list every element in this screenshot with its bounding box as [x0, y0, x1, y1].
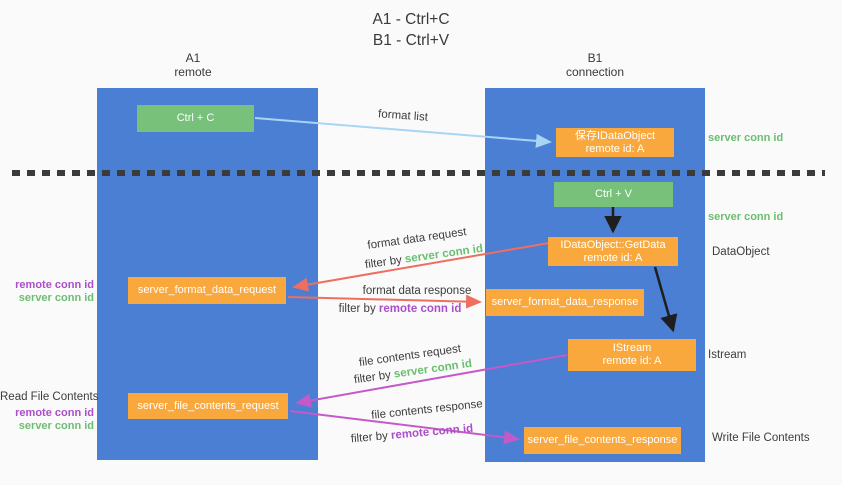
- filter-by-text: filter by: [338, 303, 376, 315]
- dataobject-label: DataObject: [712, 246, 770, 258]
- filter-by-remote-conn-id-label-2: filter by remote conn id: [350, 423, 473, 446]
- server-conn-id-right-label-2: server conn id: [708, 211, 784, 223]
- save-dataobject-line2: remote id: A: [585, 142, 645, 155]
- istream-line2: remote id: A: [602, 355, 662, 367]
- title-line-2: B1 - Ctrl+V: [372, 32, 450, 49]
- ctrl-v-label: Ctrl + V: [595, 188, 632, 200]
- filter-by-remote-conn-id-label-1: filter by remote conn id: [339, 303, 462, 315]
- istream-side-label: Istream: [708, 349, 747, 361]
- server-format-data-response-label: server_format_data_response: [491, 296, 639, 308]
- filter-by-text: filter by: [364, 254, 403, 272]
- server-file-contents-request-label: server_file_contents_request: [137, 399, 279, 412]
- server-file-contents-request-box: server_file_contents_request: [128, 393, 288, 419]
- ctrl-v-box: Ctrl + V: [554, 182, 673, 207]
- save-dataobject-line1: 保存IDataObject: [574, 129, 656, 142]
- istream-line1: IStream: [612, 342, 652, 354]
- getdata-line2: remote id: A: [583, 251, 643, 264]
- server-conn-id-right-label-1: server conn id: [708, 132, 784, 144]
- server-conn-id-left-label-1: server conn id: [18, 292, 94, 304]
- column-b1-name: B1: [587, 51, 603, 65]
- istream-box: IStream remote id: A: [568, 339, 696, 371]
- write-file-contents-label: Write File Contents: [712, 432, 810, 444]
- getdata-box: IDataObject::GetData remote id: A: [548, 237, 678, 266]
- column-a1-subtitle: remote: [174, 65, 212, 79]
- filter-by-text: filter by: [350, 430, 389, 446]
- getdata-line1: IDataObject::GetData: [560, 238, 666, 251]
- title-line-1: A1 - Ctrl+C: [372, 11, 450, 28]
- server-file-contents-response-box: server_file_contents_response: [524, 427, 681, 454]
- filter-by-text: filter by: [353, 369, 392, 387]
- column-header-b1: B1 connection: [485, 51, 705, 79]
- ctrl-c-box: Ctrl + C: [137, 105, 254, 132]
- column-header-a1: A1 remote: [83, 51, 303, 79]
- diagram-title: A1 - Ctrl+C B1 - Ctrl+V: [280, 9, 542, 51]
- format-list-label: format list: [377, 108, 429, 124]
- remote-conn-id-left-label-1: remote conn id: [15, 279, 94, 291]
- server-conn-id-left-label-2: server conn id: [18, 420, 94, 432]
- remote-conn-id-left-label-2: remote conn id: [15, 407, 94, 419]
- server-file-contents-response-label: server_file_contents_response: [527, 434, 678, 446]
- ctrl-c-label: Ctrl + C: [176, 112, 215, 124]
- column-a1-name: A1: [185, 51, 201, 65]
- server-format-data-response-box: server_format_data_response: [486, 289, 644, 316]
- format-data-response-label: format data response: [362, 285, 472, 297]
- file-contents-response-label: file contents response: [370, 398, 484, 422]
- column-b1-subtitle: connection: [565, 65, 625, 79]
- remote-conn-id-text: remote conn id: [378, 303, 462, 315]
- read-file-contents-label: Read File Contents: [0, 391, 99, 403]
- save-dataobject-box: 保存IDataObject remote id: A: [556, 128, 674, 157]
- server-format-data-request-box: server_format_data_request: [128, 277, 286, 304]
- server-format-data-request-label: server_format_data_request: [137, 284, 277, 296]
- remote-conn-id-text: remote conn id: [390, 422, 474, 442]
- server-conn-id-text: server conn id: [404, 242, 484, 266]
